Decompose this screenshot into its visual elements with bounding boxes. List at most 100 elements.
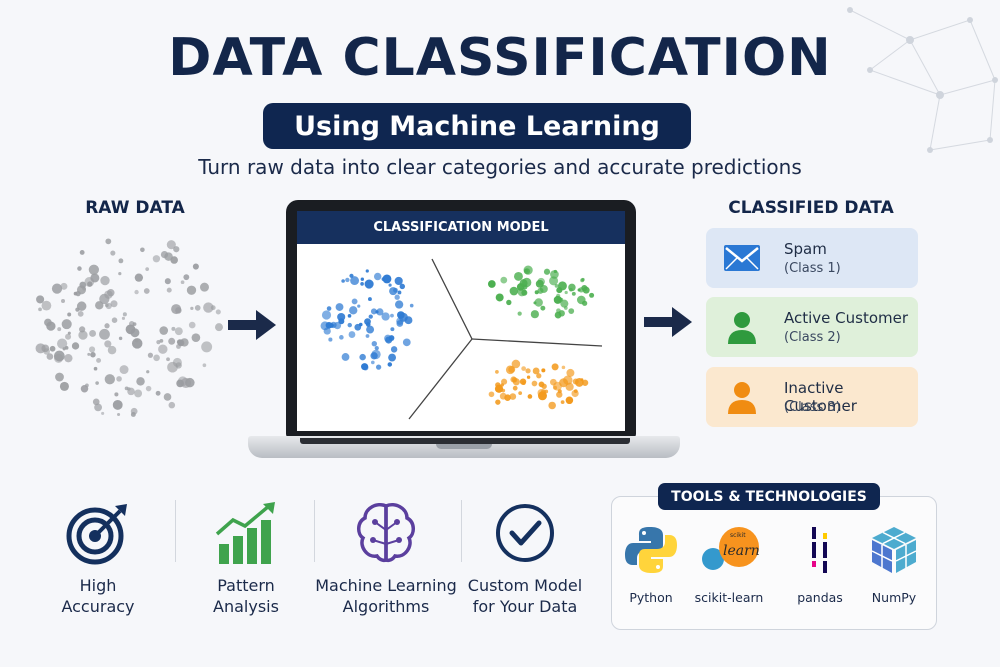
class-1-point <box>387 362 393 367</box>
class-2-point <box>578 287 584 293</box>
raw-data-point <box>163 393 172 401</box>
class-2-point <box>522 284 528 290</box>
user-icon <box>728 382 756 414</box>
raw-data-point <box>89 346 96 353</box>
divider <box>175 500 176 562</box>
class-3-point <box>540 389 546 395</box>
class-1-point <box>382 274 392 284</box>
class-3-point <box>521 366 526 371</box>
class-2-point <box>513 271 523 281</box>
class-2-point <box>557 281 567 291</box>
raw-data-point <box>145 267 150 271</box>
class-3-point <box>512 378 520 386</box>
class-card-inactive-customer: Inactive Customer (Class 3) <box>706 367 918 427</box>
tagline: Turn raw data into clear categories and … <box>198 155 802 179</box>
class-label: (Class 2) <box>784 330 841 345</box>
raw-data-point <box>199 282 209 292</box>
raw-data-point <box>62 347 66 351</box>
class-2-point <box>549 276 559 286</box>
raw-data-point <box>64 353 73 363</box>
raw-data-point <box>119 365 129 375</box>
raw-data-cloud <box>35 238 223 417</box>
class-1-point <box>373 272 382 281</box>
class-3-point <box>580 378 584 382</box>
raw-data-point <box>59 381 69 391</box>
class-3-point <box>551 363 559 371</box>
raw-data-point <box>183 274 190 281</box>
class-2-point <box>554 311 562 319</box>
class-1-point <box>388 283 392 287</box>
class-1-point <box>350 276 360 286</box>
raw-data-point <box>101 411 105 415</box>
class-3-point <box>560 400 565 404</box>
classification-scatter <box>320 258 603 420</box>
class-2-point <box>500 276 508 284</box>
raw-data-point <box>134 273 144 282</box>
raw-data-point <box>143 288 150 294</box>
raw-data-point <box>155 390 161 396</box>
class-3-point <box>527 394 533 399</box>
class-3-point <box>508 365 516 373</box>
target-icon <box>66 504 127 565</box>
class-3-point <box>531 380 538 387</box>
raw-data-point <box>168 337 176 345</box>
laptop-notch <box>436 444 492 449</box>
raw-data-point <box>93 366 98 371</box>
class-1-point <box>371 341 377 347</box>
class-name: Active Customer <box>784 309 909 327</box>
raw-data-point <box>99 293 110 305</box>
raw-data-point <box>153 354 160 362</box>
page-title: DATA CLASSIFICATION <box>168 28 832 88</box>
raw-data-point <box>156 340 161 345</box>
raw-data-point <box>104 374 115 385</box>
class-1-point <box>358 322 363 327</box>
raw-data-point <box>53 353 64 363</box>
raw-data-point <box>57 327 62 332</box>
raw-data-point <box>94 403 102 412</box>
raw-data-point <box>118 271 122 276</box>
class-3-point <box>495 370 499 374</box>
class-1-point <box>374 346 379 351</box>
class-2-point <box>530 310 539 319</box>
class-2-point <box>553 295 562 304</box>
class-1-point <box>390 327 395 332</box>
raw-data-point <box>99 328 110 340</box>
raw-data-point <box>67 312 72 317</box>
raw-data-point <box>166 240 176 250</box>
feature-label-line: Machine Learning <box>315 576 457 595</box>
raw-data-point <box>36 295 45 304</box>
class-3-point <box>512 385 518 391</box>
tool-label: Python <box>629 590 673 605</box>
raw-data-point <box>84 277 95 287</box>
checkmark-icon <box>496 504 554 562</box>
class-3-point <box>541 368 546 373</box>
raw-data-point <box>166 287 172 293</box>
feature-label-line: Custom Model <box>467 576 583 595</box>
raw-data-point <box>214 323 223 332</box>
raw-data-point <box>87 352 91 356</box>
class-2-point <box>517 311 522 316</box>
tool-label: scikit-learn <box>694 590 764 605</box>
raw-data-point <box>114 392 119 397</box>
divider <box>314 500 315 562</box>
class-1-point <box>341 279 345 283</box>
class-2-point <box>568 283 576 292</box>
raw-data-point <box>79 250 85 255</box>
class-2-point <box>487 280 496 288</box>
raw-data-point <box>176 339 183 346</box>
class-3-point <box>488 391 495 398</box>
class-3-point <box>526 375 531 379</box>
raw-data-point <box>61 298 66 303</box>
raw-data-point <box>164 252 173 261</box>
class-2-point <box>589 292 595 298</box>
decision-boundary <box>431 258 473 340</box>
raw-data-point <box>104 303 109 308</box>
class-1-point <box>351 298 358 305</box>
scikit-logo-small-text: scikit <box>730 532 746 539</box>
raw-data-point <box>166 357 170 362</box>
raw-data-point <box>104 340 112 348</box>
raw-data-point <box>105 238 112 245</box>
feature-label-line: Pattern <box>217 576 275 595</box>
raw-data-point <box>104 323 110 329</box>
